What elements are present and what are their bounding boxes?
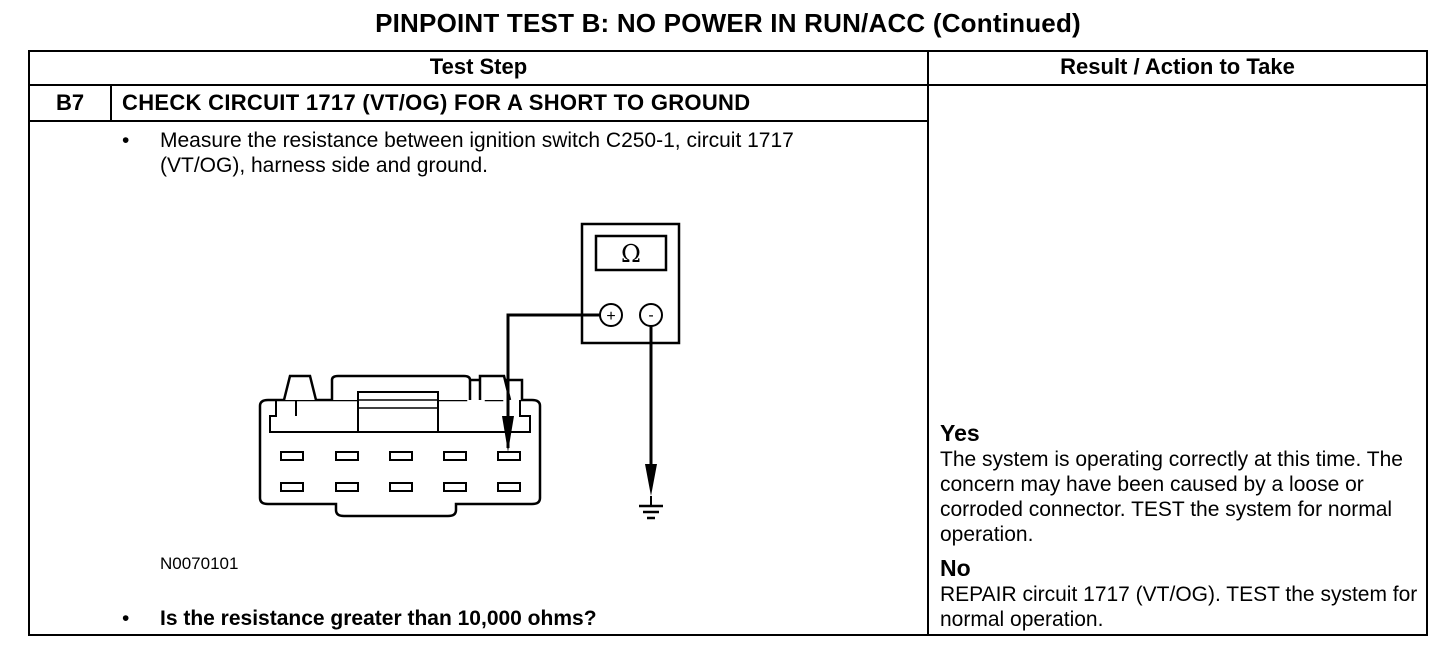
header-test-step: Test Step	[429, 54, 528, 79]
yes-label: Yes	[940, 420, 980, 446]
header-divider	[28, 84, 1428, 86]
step-id: B7	[55, 90, 85, 115]
step-header-divider	[28, 120, 928, 122]
column-divider	[927, 50, 929, 636]
bullet-icon: •	[122, 129, 130, 152]
no-action: REPAIR circuit 1717 (VT/OG). TEST the sy…	[940, 583, 1418, 631]
step-title: CHECK CIRCUIT 1717 (VT/OG) FOR A SHORT T…	[122, 90, 751, 115]
page-title: PINPOINT TEST B: NO POWER IN RUN/ACC (Co…	[375, 8, 1081, 38]
connector-measurement-diagram: Ω + -	[258, 222, 681, 520]
step-question: Is the resistance greater than 10,000 oh…	[160, 607, 597, 630]
figure-id: N0070101	[160, 554, 239, 573]
ohm-symbol: Ω	[621, 240, 641, 268]
yes-action: The system is operating correctly at thi…	[940, 448, 1403, 546]
minus-terminal: -	[648, 307, 653, 324]
step-instruction: Measure the resistance between ignition …	[160, 129, 794, 177]
no-label: No	[940, 555, 971, 581]
bullet-icon: •	[122, 607, 130, 630]
test-table	[28, 50, 1428, 636]
step-id-divider	[110, 84, 112, 122]
header-result-action: Result / Action to Take	[1060, 54, 1295, 79]
plus-terminal: +	[606, 308, 615, 325]
